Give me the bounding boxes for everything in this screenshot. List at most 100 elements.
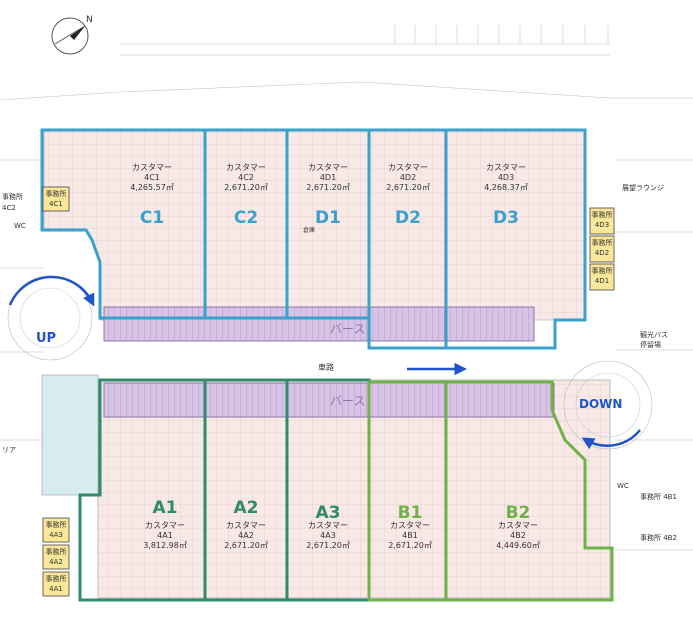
road-label: 車路 [318,362,334,372]
berth-bottom-label: バース [330,394,365,408]
office-box [42,186,70,212]
cell-unit-label: 4D1 [320,173,336,182]
bus-line2: 停留場 [640,340,661,349]
cell-area-value: 2,671.20㎡ [388,541,432,550]
cell-area-value: 2,671.20㎡ [306,541,350,550]
cell-unit-label: 4A3 [320,531,336,540]
office-unit: 4A1 [49,585,63,593]
office-box [42,517,70,543]
cell-area-value: 4,449.60㎡ [496,541,540,550]
cell-customer-label: カスタマー [226,163,266,172]
area-left-label: リア [2,446,16,454]
berth-top-label: バース [330,322,365,336]
cell-unit-label: 4B1 [402,531,418,540]
office-box [42,544,70,570]
wc-right-label: WC [617,482,629,490]
office-left-4a1: 事務所 4A1 [42,571,70,597]
compass: N [51,15,93,55]
office-box [589,235,615,263]
office-label: 事務所 [46,574,67,583]
cell-unit-label: 4D3 [498,173,514,182]
cell-area-value: 2,671.20㎡ [224,541,268,550]
office-4c2-line2: 4C2 [2,204,16,212]
office-box [42,571,70,597]
cell-customer-label: カスタマー [390,521,430,530]
office-label: 事務所 [46,547,67,556]
zone-label-a1: A1 [153,498,178,518]
cell-unit-label: 4A1 [157,531,173,540]
cell-customer-label: カスタマー [486,163,526,172]
office-left-4a3: 事務所 4A3 [42,517,70,543]
cell-area-value: 2,671.20㎡ [224,183,268,192]
ramp-up-arrow-icon [8,275,95,307]
zone-outlines [40,128,614,602]
cell-area-value: 4,268.37㎡ [484,183,528,192]
zone-label-d3: D3 [493,208,519,228]
wc-label: WC [14,222,26,230]
side-labels: 事務所 4C2 WC リア 展望ラウンジ 観光バス 停留場 WC 事務所 4B1… [2,183,677,542]
cell-unit-label: 4C1 [144,173,160,182]
cell-customer-label: カスタマー [388,163,428,172]
office-unit: 4A3 [49,531,63,539]
office-blocks: 事務所4C1事務所4A3事務所4A2事務所4A1事務所4D3事務所4D2事務所4… [42,186,615,597]
office-label: 事務所 [592,266,613,275]
dimension-lines [120,25,610,56]
cell-area-value: 2,671.20㎡ [386,183,430,192]
office-4b2-label: 事務所 4B2 [640,533,677,542]
zone-label-a3: A3 [316,503,341,523]
zone-label-b2: B2 [506,503,531,523]
cell-customer-label: カスタマー [308,521,348,530]
ramp-right: DOWN [563,360,653,450]
zone-label-d1: D1 [315,208,341,228]
tenant-cells: カスタマー4C14,265.57㎡C1カスタマー4C22,671.20㎡C2カス… [130,163,540,550]
zone-label-d2: D2 [395,208,421,228]
ramp-down-label: DOWN [579,397,622,411]
bus-line1: 観光バス [640,330,668,339]
office-box [589,207,615,235]
office-right-4d1: 事務所 4D1 [589,263,615,291]
cell-unit-label: 4B2 [510,531,526,540]
cell-area-value: 3,812.98㎡ [143,541,187,550]
compass-north: N [86,15,93,25]
cell-unit-label: 4D2 [400,173,416,182]
office-unit: 4A2 [49,558,63,566]
office-unit: 4D3 [595,221,609,229]
stair-core-left [41,374,99,496]
cell-customer-label: カスタマー [308,163,348,172]
north-arrow-icon [70,26,85,40]
office-4c2-line1: 事務所 [2,192,23,201]
office-right-4d3: 事務所 4D3 [589,207,615,235]
ramp-down-arrow-icon [581,429,641,450]
office-unit: 4C1 [49,200,63,208]
cell-customer-label: カスタマー [498,521,538,530]
cell-unit-label: 4C2 [238,173,254,182]
cell-area-value: 2,671.20㎡ [306,183,350,192]
zone-label-c1: C1 [140,208,164,228]
cell-area-value: 4,265.57㎡ [130,183,174,192]
cell-customer-label: カスタマー [132,163,172,172]
office-unit: 4D2 [595,249,609,257]
office-label: 事務所 [46,520,67,529]
office-label: 事務所 [592,210,613,219]
cell-unit-label: 4A2 [238,531,254,540]
cell-customer-label: カスタマー [226,521,266,530]
zone-label-b1: B1 [398,503,423,523]
office-left-4a2: 事務所 4A2 [42,544,70,570]
zone-label-c2: C2 [234,208,258,228]
ramp-left: UP [7,275,95,361]
office-unit: 4D1 [595,277,609,285]
zone-label-a2: A2 [234,498,259,518]
